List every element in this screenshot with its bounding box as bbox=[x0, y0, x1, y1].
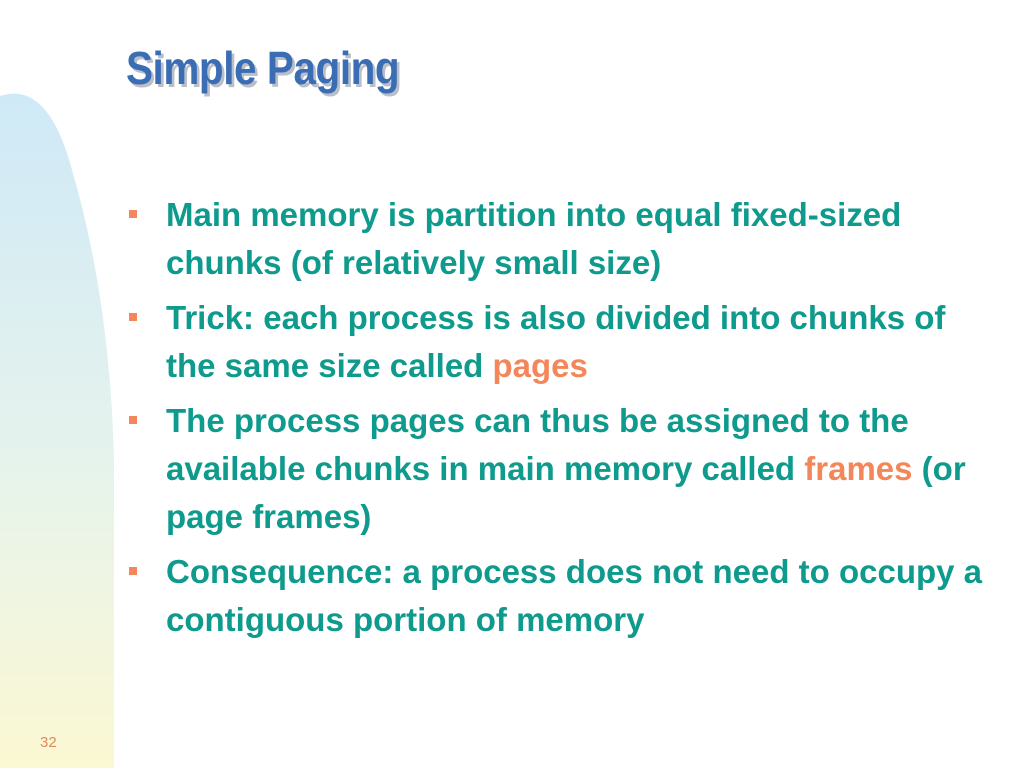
bullet-text-part: The process pages can thus be assigned t… bbox=[166, 402, 909, 487]
bullet-text: Main memory is partition into equal fixe… bbox=[166, 191, 984, 287]
slide-title: Simple Paging bbox=[126, 42, 400, 94]
bullet-list: Main memory is partition into equal fixe… bbox=[124, 191, 984, 651]
bullet-text-part: Main memory is partition into equal fixe… bbox=[166, 196, 902, 281]
highlight-term-frames: frames bbox=[804, 450, 913, 487]
bullet-text: The process pages can thus be assigned t… bbox=[166, 397, 984, 541]
bullet-text-part: Consequence: a process does not need to … bbox=[166, 553, 983, 638]
bullet-square-icon bbox=[129, 416, 137, 424]
bullet-text: Consequence: a process does not need to … bbox=[166, 548, 984, 644]
bullet-item: Consequence: a process does not need to … bbox=[124, 548, 984, 644]
highlight-term-pages: pages bbox=[492, 347, 588, 384]
bullet-item: Main memory is partition into equal fixe… bbox=[124, 191, 984, 287]
bullet-item: Trick: each process is also divided into… bbox=[124, 294, 984, 390]
bullet-text-part: (or page frames) bbox=[166, 450, 966, 535]
bullet-text: Trick: each process is also divided into… bbox=[166, 294, 984, 390]
bullet-item: The process pages can thus be assigned t… bbox=[124, 397, 984, 541]
bullet-text-part: Trick: each process is also divided into… bbox=[166, 299, 946, 384]
bullet-square-icon bbox=[129, 313, 137, 321]
page-number: 32 bbox=[40, 734, 57, 751]
bullet-square-icon bbox=[129, 567, 137, 575]
bullet-square-icon bbox=[129, 210, 137, 218]
